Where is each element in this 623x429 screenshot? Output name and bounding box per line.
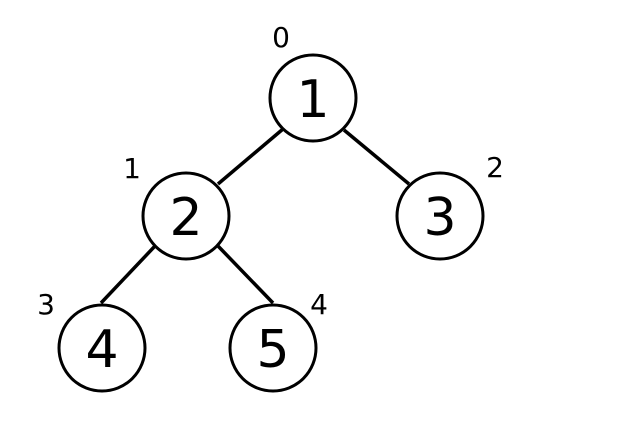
- tree-node-2: 3: [395, 171, 485, 261]
- node-circle: [268, 53, 358, 143]
- edge-0-2: [342, 128, 411, 186]
- node-circle: [395, 171, 485, 261]
- tree-node-3: 4: [57, 303, 147, 393]
- node-value: 2: [169, 188, 202, 248]
- edge-1-3: [99, 244, 157, 305]
- tree-node-4: 5: [228, 303, 318, 393]
- node-circle: [57, 303, 147, 393]
- tree-node-0: 1: [268, 53, 358, 143]
- node-index-label: 0: [272, 21, 290, 54]
- node-value: 1: [296, 70, 329, 130]
- node-value: 3: [423, 188, 456, 248]
- node-index-label: 3: [37, 288, 55, 321]
- node-index-label: 4: [310, 288, 328, 321]
- edge-1-4: [216, 244, 275, 305]
- node-circle: [228, 303, 318, 393]
- edge-0-1: [216, 127, 285, 186]
- node-circle: [141, 171, 231, 261]
- node-index-label: 2: [486, 151, 504, 184]
- node-index-label: 1: [123, 152, 141, 185]
- node-value: 4: [85, 320, 118, 380]
- tree-node-1: 2: [141, 171, 231, 261]
- node-value: 5: [256, 320, 289, 380]
